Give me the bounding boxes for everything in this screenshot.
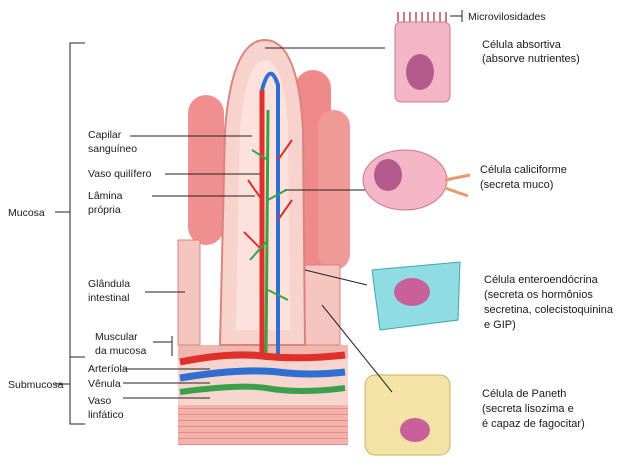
- submucosa-vessels: [179, 351, 346, 395]
- label-caliciforme-2: (secreta muco): [480, 179, 553, 191]
- label-entero-3: secretina, colecistoquinina: [484, 304, 614, 316]
- label-entero-4: e GIP): [484, 319, 516, 331]
- label-arteriola: Arteríola: [88, 363, 128, 375]
- label-mucosa: Mucosa: [8, 207, 45, 219]
- label-glandula-2: intestinal: [88, 292, 129, 304]
- blood-capillaries: [243, 71, 293, 355]
- absorptive-cell: [394, 12, 451, 103]
- lacteal: [249, 109, 289, 361]
- label-capilar-2: sanguíneo: [88, 143, 137, 155]
- label-entero-1: Célula enteroendócrina: [484, 274, 599, 286]
- submucosa-layer: [178, 345, 348, 445]
- paneth-cell: [364, 374, 451, 456]
- label-linfatico-2: linfático: [88, 409, 124, 421]
- label-paneth-2: (secreta lisozima e: [482, 403, 574, 415]
- label-linfatico-1: Vaso: [88, 395, 111, 407]
- label-muscular-1: Muscular: [95, 331, 138, 343]
- label-submucosa: Submucosa: [8, 379, 64, 391]
- enteroendocrine-cell: [371, 261, 461, 331]
- label-venula: Vênula: [88, 378, 121, 390]
- label-entero-2: (secreta os hormônios: [484, 289, 593, 301]
- label-lamina-1: Lâmina: [88, 190, 123, 202]
- label-glandula-1: Glândula: [88, 278, 130, 290]
- labels: Microvilosidades Célula absortiva (absor…: [8, 11, 614, 430]
- intestinal-gland: [177, 239, 341, 346]
- label-absortiva-2: (absorve nutrientes): [482, 53, 580, 65]
- label-microvilosidades: Microvilosidades: [468, 11, 546, 23]
- label-caliciforme-1: Célula caliciforme: [480, 164, 567, 176]
- label-absortiva-1: Célula absortiva: [482, 39, 562, 51]
- leader-lines: [55, 10, 463, 425]
- label-muscular-2: da mucosa: [95, 345, 147, 357]
- label-capilar-1: Capilar: [88, 129, 122, 141]
- label-paneth-3: é capaz de fagocitar): [482, 418, 585, 430]
- label-lamina-2: própria: [88, 204, 121, 216]
- label-quilifero: Vaso quilífero: [88, 168, 152, 180]
- goblet-cell: [362, 149, 471, 211]
- label-paneth-1: Célula de Paneth: [482, 388, 566, 400]
